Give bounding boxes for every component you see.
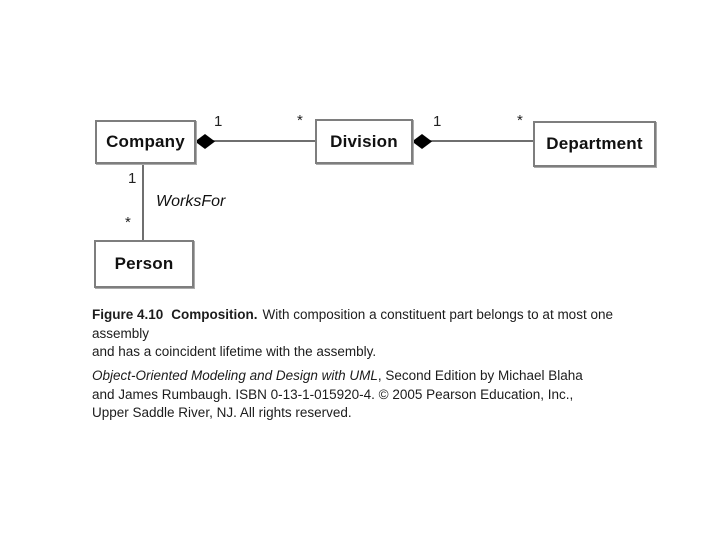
association-name-worksfor: WorksFor [156,193,226,210]
caption-line-1: Figure 4.10 Composition.With composition … [92,306,672,343]
attribution-line-1-rest: , Second Edition by Michael Blaha [377,368,583,383]
attribution-line-1: Object-Oriented Modeling and Design with… [92,367,672,386]
book-title: Object-Oriented Modeling and Design with… [92,368,378,383]
association-line-company-person [142,163,144,240]
attribution-line-3: Upper Saddle River, NJ. All rights reser… [92,405,352,420]
uml-class-department: Department [533,121,656,167]
multiplicity-label: 1 [214,113,223,130]
uml-class-person: Person [94,240,194,288]
class-name-label: Department [546,134,643,153]
multiplicity-label: 1 [128,170,137,187]
attribution-text: Object-Oriented Modeling and Design with… [92,367,672,423]
multiplicity-label: 1 [433,113,442,130]
composition-diamond-icon [412,134,432,149]
figure-label: Figure 4.10 [92,307,164,322]
figure-title: Composition. [171,307,258,322]
multiplicity-label: * [517,112,523,129]
association-line-company-division [196,140,315,142]
multiplicity-label: * [125,214,131,231]
caption-text: With composition a constituent part belo… [92,307,613,341]
composition-diamond-icon [195,134,215,149]
figure-caption: Figure 4.10 Composition.With composition … [92,306,672,362]
class-name-label: Company [106,132,185,151]
caption-line-2: and has a coincident lifetime with the a… [92,344,377,359]
class-name-label: Person [114,254,174,273]
attribution-line-2: and James Rumbaugh. ISBN 0-13-1-015920-4… [92,386,574,402]
uml-class-company: Company [95,120,196,164]
class-name-label: Division [330,131,398,151]
multiplicity-label: * [297,112,303,129]
uml-class-division: Division [315,119,413,164]
association-line-division-department [412,140,533,142]
